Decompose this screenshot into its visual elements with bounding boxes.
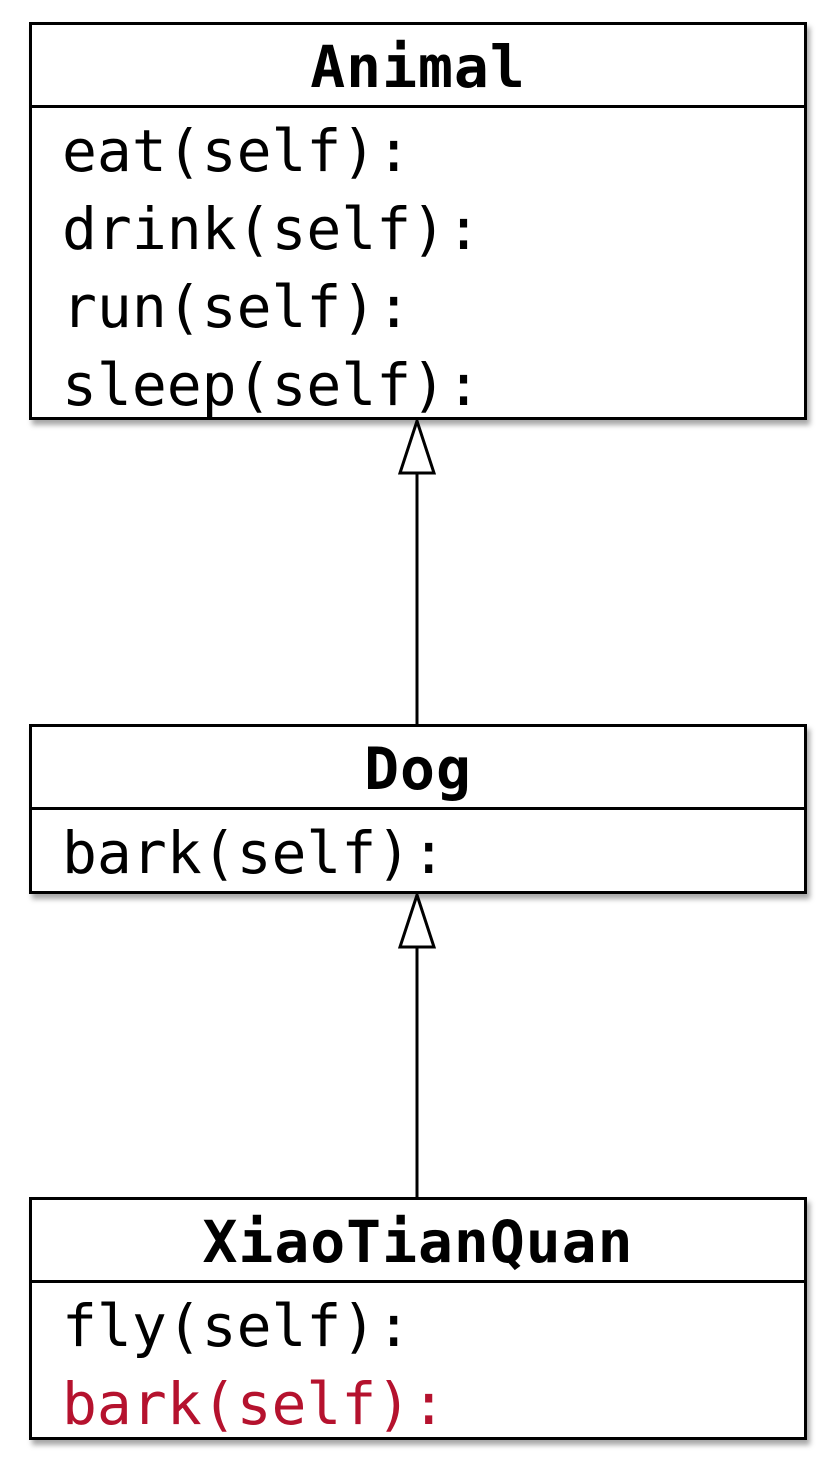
hollow-triangle-arrowhead <box>397 890 437 949</box>
class-name: Dog <box>32 727 804 810</box>
method-list: fly(self): bark(self): <box>32 1283 804 1443</box>
method-run: run(self): <box>62 273 412 341</box>
class-animal: Animal eat(self): drink(self): run(self)… <box>29 22 807 420</box>
class-name: Animal <box>32 25 804 108</box>
method-list: bark(self): <box>32 810 804 892</box>
method-bark: bark(self): <box>62 819 447 887</box>
method-bark-override: bark(self): <box>62 1370 447 1438</box>
class-dog: Dog bark(self): <box>29 724 807 894</box>
method-drink: drink(self): <box>62 195 482 263</box>
hollow-triangle-arrowhead <box>397 416 437 475</box>
class-xiaotianquan: XiaoTianQuan fly(self): bark(self): <box>29 1197 807 1440</box>
method-sleep: sleep(self): <box>62 351 482 419</box>
xiaotianquan-to-dog-inheritance <box>397 890 437 1197</box>
dog-to-animal-inheritance <box>397 416 437 724</box>
method-list: eat(self): drink(self): run(self): sleep… <box>32 108 804 424</box>
method-fly: fly(self): <box>62 1292 412 1360</box>
class-name: XiaoTianQuan <box>32 1200 804 1283</box>
method-eat: eat(self): <box>62 117 412 185</box>
